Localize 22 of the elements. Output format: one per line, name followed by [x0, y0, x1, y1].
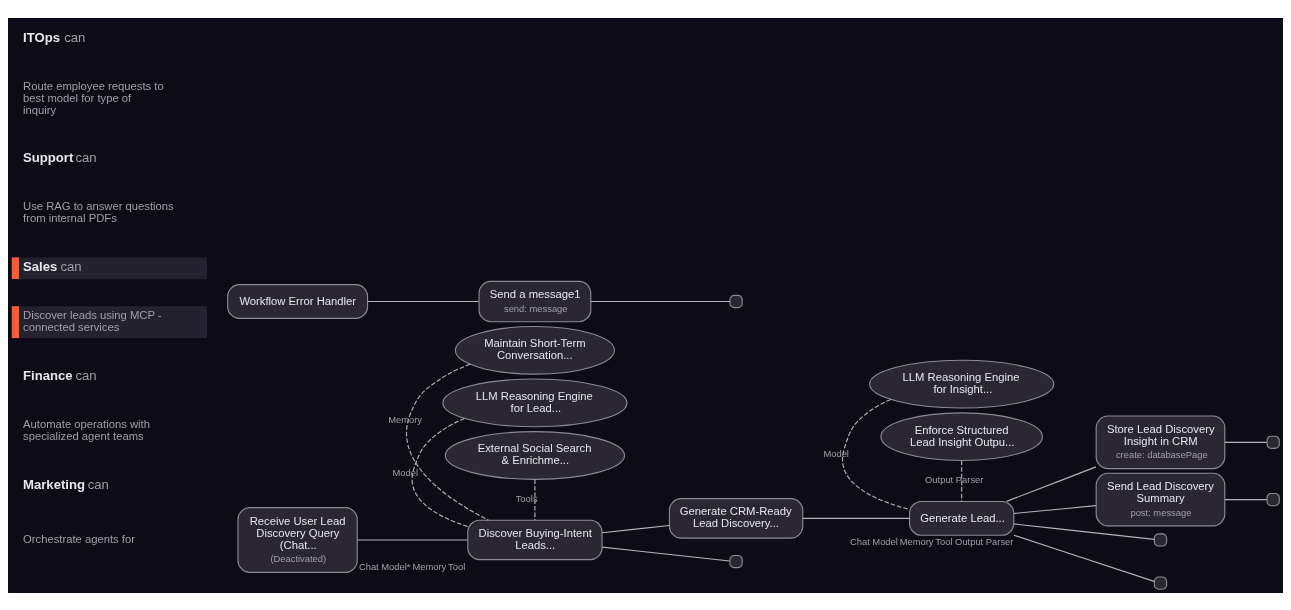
node-label: Output Parser	[955, 536, 1014, 547]
edge-label: Model	[392, 467, 418, 478]
label: Sales can	[23, 258, 82, 274]
label: Support can	[23, 149, 97, 165]
label: Discover leads using MCP - connected services	[23, 308, 162, 333]
label: Marketing can	[23, 476, 109, 492]
label: Finance can	[23, 367, 97, 383]
edge-label: Memory	[388, 414, 423, 425]
node-label: Tool	[448, 561, 466, 572]
node-label: Chat Model	[849, 536, 898, 547]
node-label: Memory	[899, 536, 934, 547]
label: Route employee requests to best model for type of inquiry	[23, 79, 164, 116]
node-label: Chat Model*	[358, 561, 411, 572]
label: Automate operations with specialized agent teams	[23, 417, 150, 442]
edge-label: Tools	[515, 493, 538, 504]
label: ITOps can	[23, 29, 86, 45]
node-label: Memory	[412, 561, 447, 572]
label: Use RAG to answer questions from internal PDFs	[23, 199, 174, 224]
edge-label: Model	[823, 448, 849, 459]
label: Orchestrate agents for	[23, 532, 135, 545]
edge-label: Output Parser	[925, 474, 984, 485]
node-label: Tool	[935, 536, 953, 547]
